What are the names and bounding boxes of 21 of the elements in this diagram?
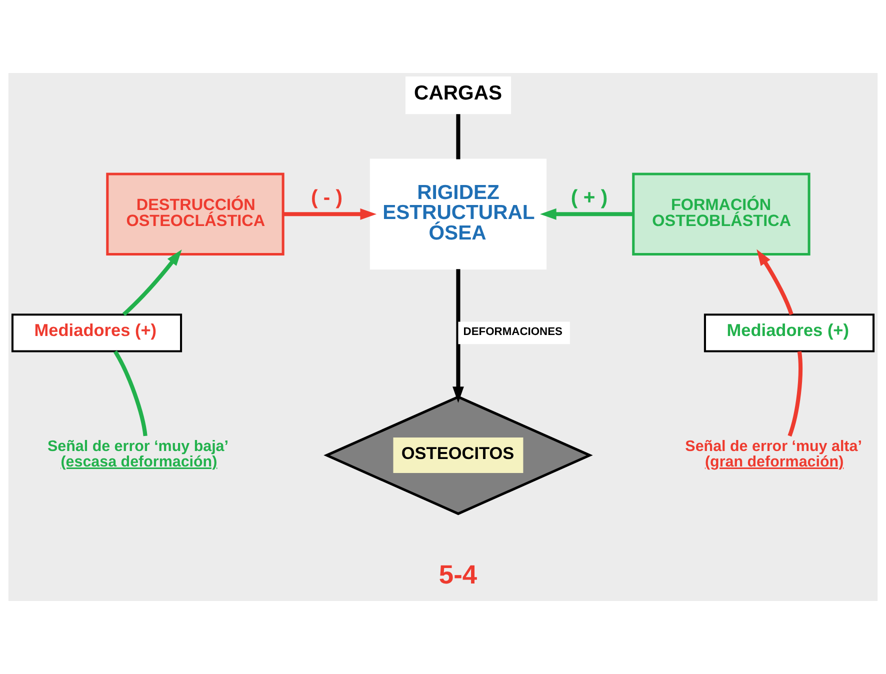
- node-box: DESTRUCCIÓN OSTEOCLÁSTICA: [106, 172, 284, 256]
- arrow: [756, 249, 794, 316]
- edge-label: ( - ): [311, 186, 343, 209]
- edge-label: DEFORMACIONES: [463, 326, 562, 338]
- connector: [113, 350, 148, 436]
- node-box: Mediadores (+): [11, 314, 182, 352]
- arrow: [122, 249, 182, 316]
- node-box: Mediadores (+): [704, 314, 875, 352]
- connector: [456, 114, 460, 160]
- node-box: RIGIDEZ ESTRUCTURAL ÓSEA: [370, 158, 547, 270]
- label: 5-4: [438, 560, 478, 590]
- arrow: [452, 269, 464, 403]
- node-text: Señal de error ‘muy baja’ (escasa deformación): [48, 438, 229, 470]
- node-box: CARGAS: [405, 76, 512, 114]
- edge-label: ( + ): [570, 186, 608, 209]
- node-diamond: OSTEOCITOS: [324, 396, 593, 516]
- arrow: [283, 208, 377, 220]
- arrow: [540, 208, 634, 220]
- node-text: Señal de error ‘muy alta’ (gran deformación): [685, 438, 862, 470]
- node-box: FORMACIÓN OSTEOBLÁSTICA: [632, 172, 810, 256]
- connector: [788, 351, 802, 437]
